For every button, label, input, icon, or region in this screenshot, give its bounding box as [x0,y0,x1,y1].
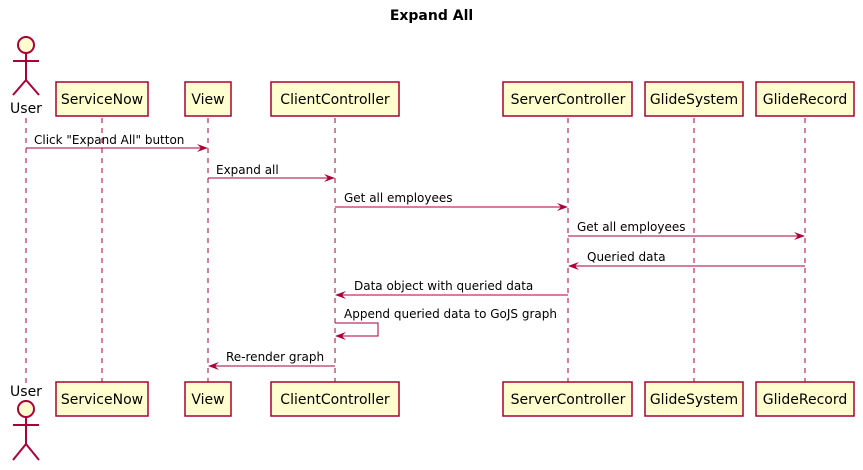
message-re-render-graph: Re-render graph [208,350,335,370]
arrow-head [324,174,335,182]
message-data-object: Data object with queried data [335,279,568,299]
participant-gliderecord: GlideRecord [755,381,855,417]
message-label: Expand all [216,163,279,177]
participant-glidesystem: GlideSystem [644,381,744,417]
participant-label: ServerController [511,92,626,108]
participant-servicenow: ServiceNow [55,381,149,417]
participant-label: View [191,92,224,108]
message-arrow [335,322,379,337]
participant-clientcontroller: ClientController [270,81,400,117]
actor-leg-left [12,443,27,461]
message-label: Get all employees [344,191,453,205]
message-get-all-employees-2: Get all employees [568,220,805,240]
actor-user-bottom: User [10,384,42,461]
diagram-title: Expand All [389,8,474,24]
arrow-head [197,144,208,152]
message-label: Re-render graph [226,350,324,364]
message-label: Queried data [587,250,666,264]
participant-label: ServerController [511,392,626,408]
actor-label-top: User [10,101,42,117]
participant-label: ServiceNow [61,392,143,408]
participant-label: ClientController [280,92,390,108]
participant-label: ClientController [280,392,390,408]
participant-label: GlideRecord [763,92,848,108]
participant-label: ServiceNow [61,92,143,108]
actor-leg-right [25,79,40,96]
participant-servercontroller: ServerController [502,381,633,417]
actor-head [17,400,35,418]
message-label: Get all employees [577,220,686,234]
arrow-head [557,203,568,211]
participant-label: View [191,392,224,408]
participant-label: GlideSystem [650,392,738,408]
arrow-head [335,291,346,299]
messages: Click "Expand All" button Expand all Get… [26,133,805,370]
message-append-gojs: Append queried data to GoJS graph [335,307,557,340]
message-queried-data: Queried data [568,250,805,270]
message-expand-all: Expand all [208,163,335,182]
message-label: Data object with queried data [354,279,533,293]
participant-servicenow: ServiceNow [55,81,149,117]
message-label: Click "Expand All" button [34,133,184,147]
actor-user-top: User [10,36,42,117]
message-get-all-employees-1: Get all employees [335,191,568,211]
actor-head [17,36,35,54]
actor-leg-left [12,79,27,96]
participant-clientcontroller: ClientController [270,381,400,417]
participant-view: View [184,81,232,117]
participant-label: GlideSystem [650,92,738,108]
participant-label: GlideRecord [763,392,848,408]
message-label: Append queried data to GoJS graph [344,307,557,321]
actor-label-bottom: User [10,384,42,400]
participants-bottom: ServiceNow View ClientController ServerC… [55,381,855,417]
message-click-expand-all: Click "Expand All" button [26,133,208,152]
arrow-head [208,362,219,370]
participants-top: ServiceNow View ClientController ServerC… [55,81,855,117]
lifelines [25,118,806,385]
arrow-head [335,332,346,340]
participant-glidesystem: GlideSystem [644,81,744,117]
arrow-head [794,232,805,240]
participant-servercontroller: ServerController [502,81,633,117]
arrow-head [568,262,579,270]
actor-leg-right [25,443,40,461]
participant-view: View [184,381,232,417]
participant-gliderecord: GlideRecord [755,81,855,117]
